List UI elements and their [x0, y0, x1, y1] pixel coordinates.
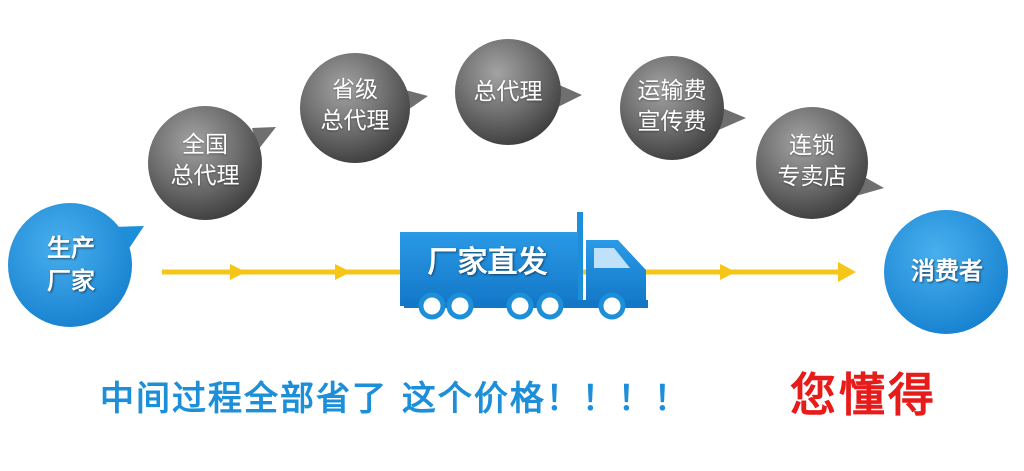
bubble-label-chain-store: 连锁 专卖店 [757, 131, 867, 193]
truck-label: 厂家直发 [427, 245, 548, 280]
bubble-label-transport-ad-fees: 运输费 宣传费 [617, 76, 727, 138]
slogan-emphasis-text: 您懂得 [790, 368, 937, 422]
producer-label-line1: 生产 [47, 234, 95, 262]
bubble-general-agent [455, 39, 582, 145]
consumer-label: 消费者 [911, 257, 983, 285]
bubble-line: 全国 [182, 132, 228, 158]
bubble-line: 省级 [332, 77, 378, 103]
bubble-line: 总代理 [170, 163, 240, 189]
arrow-marker [230, 264, 246, 280]
slogan: 中间过程全部省了 这个价格！！！！ 您懂得 [100, 363, 980, 423]
consumer-node [884, 210, 1008, 334]
arrow-marker [335, 264, 351, 280]
bubble-line: 连锁 [789, 133, 835, 159]
arrow-head [838, 262, 856, 282]
bubble-line: 专卖店 [777, 164, 847, 190]
bubble-label-provincial-agent: 省级 总代理 [300, 75, 410, 137]
slogan-main-text: 中间过程全部省了 这个价格！！！！ [100, 379, 690, 419]
bubble-line: 总代理 [473, 79, 543, 105]
truck-icon [400, 212, 648, 320]
producer-node [8, 203, 144, 327]
bubble-transport-ad-fees [620, 56, 746, 160]
bubble-label-general-agent: 总代理 [453, 77, 563, 108]
bubble-chain-store [756, 107, 884, 219]
bubble-provincial-agent [300, 53, 428, 163]
bubble-line: 总代理 [320, 108, 390, 134]
producer-label: 生产 厂家 [10, 232, 132, 298]
producer-label-line2: 厂家 [47, 267, 95, 295]
bubble-line: 运输费 [637, 78, 707, 104]
truck-wheels [418, 292, 626, 320]
arrow-marker [720, 264, 736, 280]
bubble-national-agent [148, 106, 276, 220]
bubble-line: 宣传费 [637, 109, 707, 135]
bubble-label-national-agent: 全国 总代理 [150, 130, 260, 192]
